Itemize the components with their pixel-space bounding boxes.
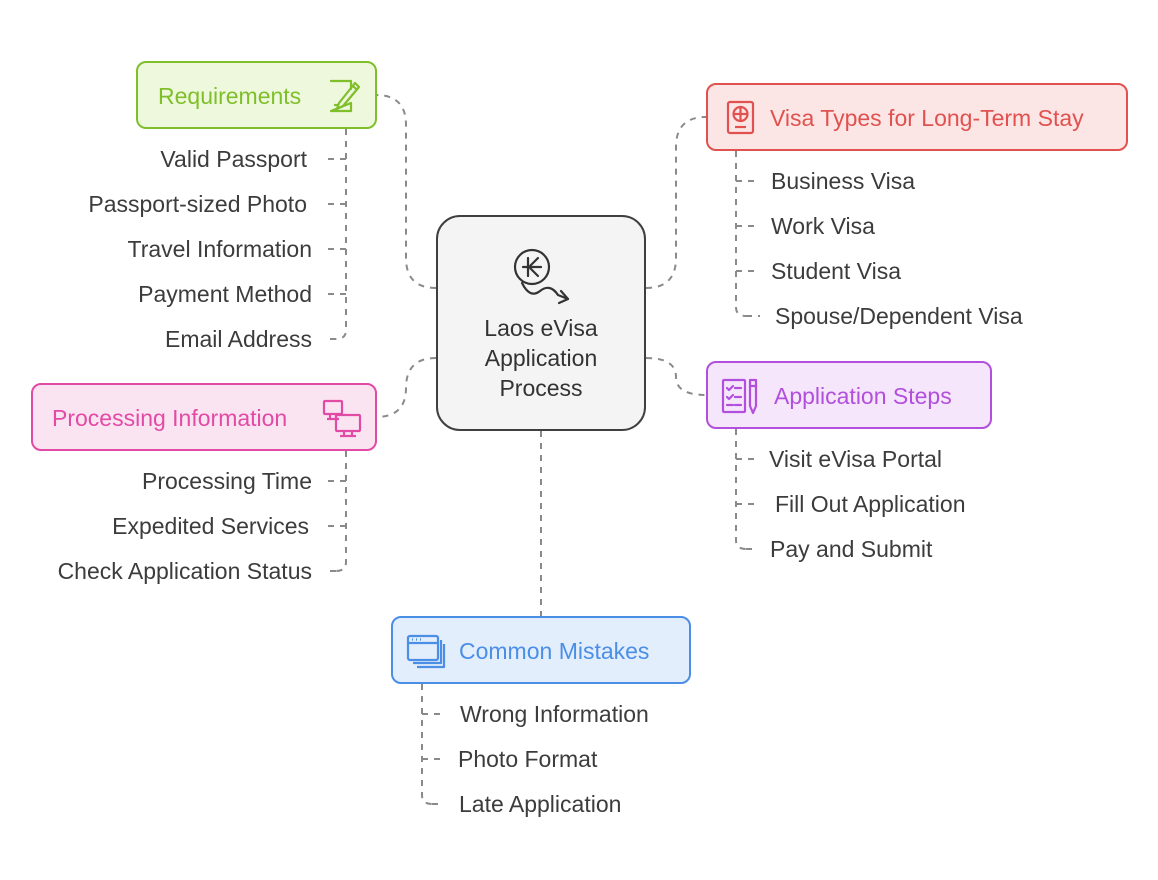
center-title: Laos eVisa Application Process: [484, 315, 598, 401]
common-mistakes-node: Common Mistakes: [391, 616, 691, 684]
list-item: Passport-sized Photo: [88, 191, 307, 217]
requirements-node: Requirements: [136, 61, 377, 129]
checklist-pencil-icon: [721, 378, 758, 415]
visa-types-title: Visa Types for Long-Term Stay: [770, 105, 1084, 131]
common-mistakes-title: Common Mistakes: [459, 638, 650, 664]
processing-node: Processing Information: [31, 383, 377, 451]
list-item: Payment Method: [138, 281, 312, 307]
passport-icon: [726, 100, 755, 135]
list-item: Wrong Information: [460, 701, 649, 727]
list-item: Photo Format: [458, 746, 598, 772]
list-item: Expedited Services: [112, 513, 309, 539]
list-item: Spouse/Dependent Visa: [775, 303, 1023, 329]
kip-currency-icon: [513, 248, 570, 305]
list-item: Visit eVisa Portal: [769, 446, 943, 472]
list-item: Processing Time: [141, 468, 312, 494]
computer-monitors-icon: [322, 399, 362, 438]
center-node: Laos eVisa Application Process: [436, 215, 646, 431]
list-item: Work Visa: [771, 213, 875, 239]
list-item: Business Visa: [771, 168, 916, 194]
list-item: Late Application: [459, 791, 622, 817]
list-item: Email Address: [164, 326, 312, 352]
requirements-title: Requirements: [158, 83, 302, 109]
list-item: Travel Information: [127, 236, 313, 262]
list-item: Check Application Status: [57, 558, 312, 584]
list-item: Valid Passport: [160, 146, 307, 172]
processing-title: Processing Information: [52, 405, 288, 431]
list-item: Student Visa: [771, 258, 902, 284]
list-item: Fill Out Application: [775, 491, 966, 517]
application-steps-title: Application Steps: [774, 383, 952, 409]
browser-windows-icon: [406, 634, 446, 669]
application-steps-node: Application Steps: [706, 361, 992, 429]
visa-types-node: Visa Types for Long-Term Stay: [706, 83, 1128, 151]
list-item: Pay and Submit: [770, 536, 933, 562]
document-edit-icon: [329, 79, 361, 113]
